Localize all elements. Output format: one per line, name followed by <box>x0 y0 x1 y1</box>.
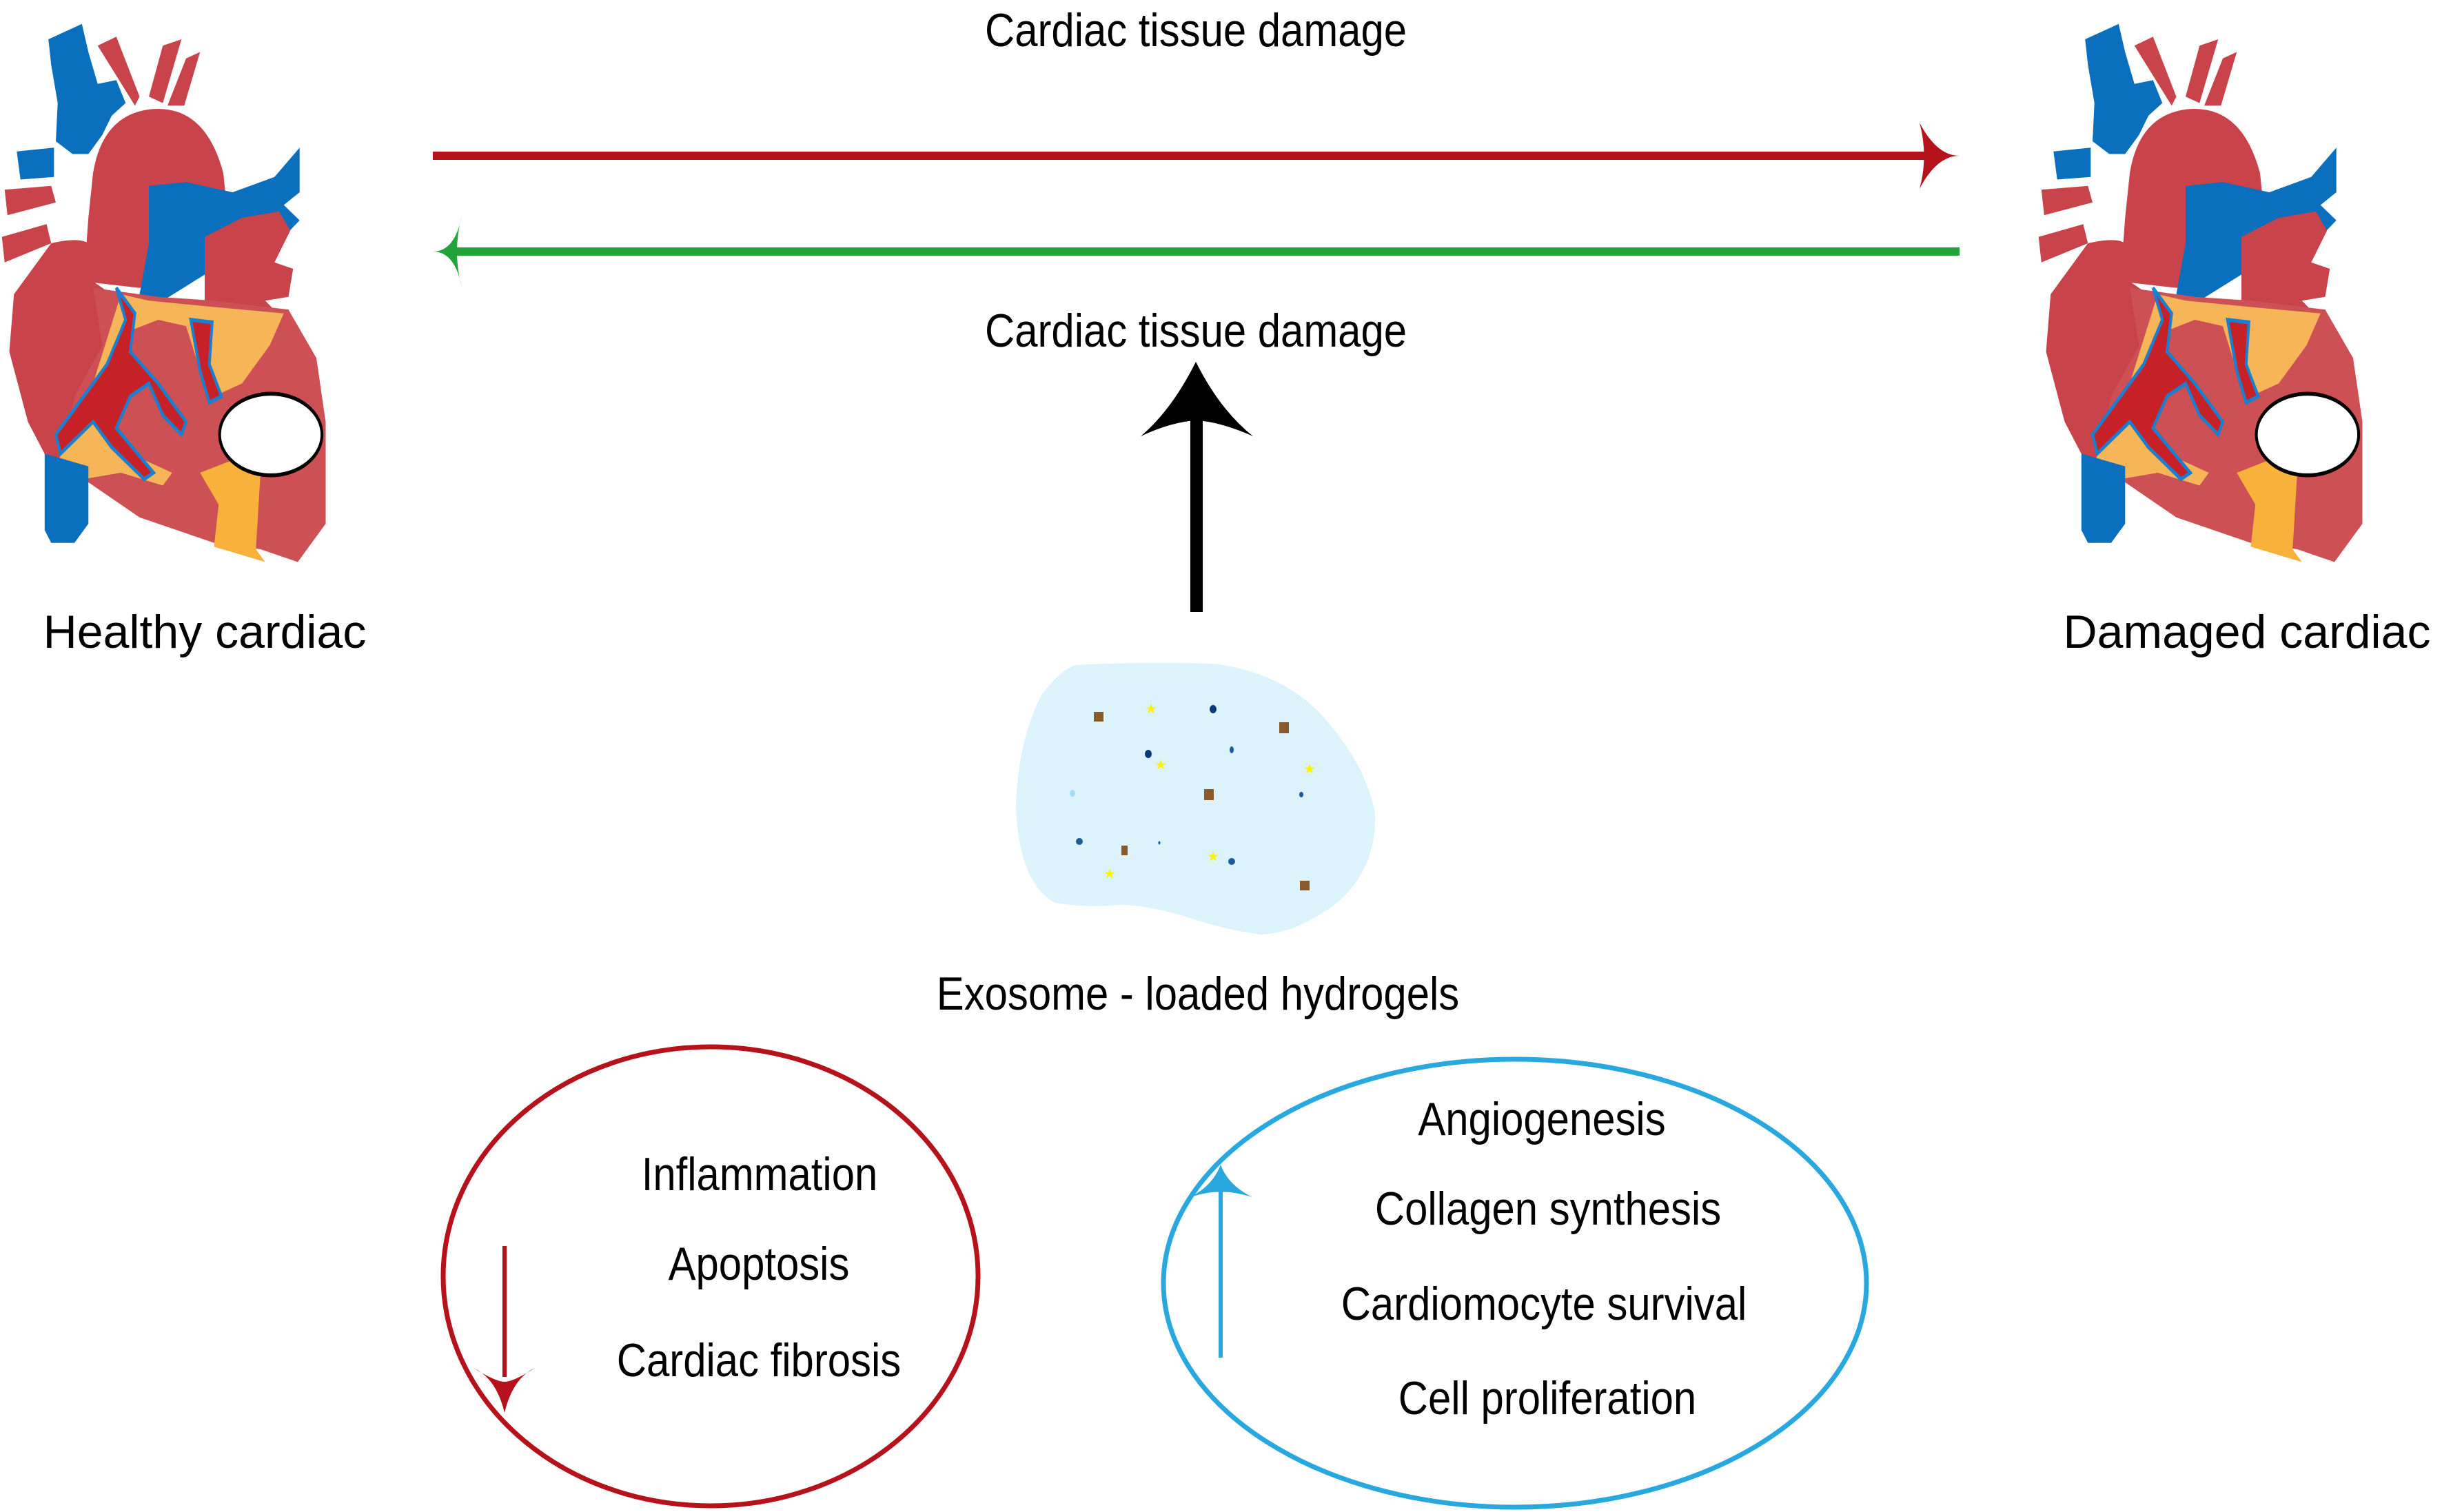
decreased-item: Apoptosis <box>668 1238 850 1290</box>
decreased-item: Cardiac fibrosis <box>616 1334 902 1387</box>
exosome-particle <box>1121 846 1128 855</box>
damaged-heart-illustration <box>2039 24 2363 562</box>
exosome-particle <box>1299 792 1303 797</box>
exosome-particle <box>1204 789 1214 800</box>
exosome-particle <box>1158 841 1161 845</box>
exosome-particle <box>1300 881 1310 890</box>
exosome-particle <box>1076 838 1083 845</box>
treatment-arrow <box>1141 362 1253 612</box>
increased-effects-group <box>1161 1056 1869 1510</box>
increased-item: Cell proliferation <box>1398 1372 1697 1424</box>
exosome-particle <box>1279 722 1289 733</box>
damage-arrow <box>433 123 1960 189</box>
top-arrow-label: Cardiac tissue damage <box>984 4 1407 57</box>
exosome-particle <box>1228 858 1235 865</box>
exosome-particle <box>1070 790 1075 797</box>
exosome-hydrogel-icon <box>1016 662 1376 934</box>
down-arrow-icon <box>474 1246 535 1413</box>
increase-ellipse <box>1161 1056 1869 1510</box>
recovery-arrow <box>433 216 1960 287</box>
exosome-particle <box>1094 712 1103 722</box>
decreased-item: Inflammation <box>641 1148 878 1201</box>
up-arrow-icon <box>1190 1165 1252 1358</box>
healthy-heart-illustration <box>2 24 326 562</box>
damaged-heart-label: Damaged cardiac <box>2063 606 2431 658</box>
exosome-particle <box>1210 705 1217 713</box>
middle-label: Cardiac tissue damage <box>984 305 1407 357</box>
increased-item: Angiogenesis <box>1418 1093 1666 1145</box>
decrease-ellipse <box>440 1044 981 1509</box>
decreased-effects-group <box>440 1044 981 1509</box>
exosome-particle <box>1230 746 1234 753</box>
exosome-particle <box>1145 750 1152 758</box>
healthy-heart-label: Healthy cardiac <box>43 606 367 658</box>
increased-item: Collagen synthesis <box>1374 1183 1722 1235</box>
hydrogel-label: Exosome - loaded hydrogels <box>936 968 1460 1020</box>
increased-item: Cardiomocyte survival <box>1341 1278 1747 1330</box>
